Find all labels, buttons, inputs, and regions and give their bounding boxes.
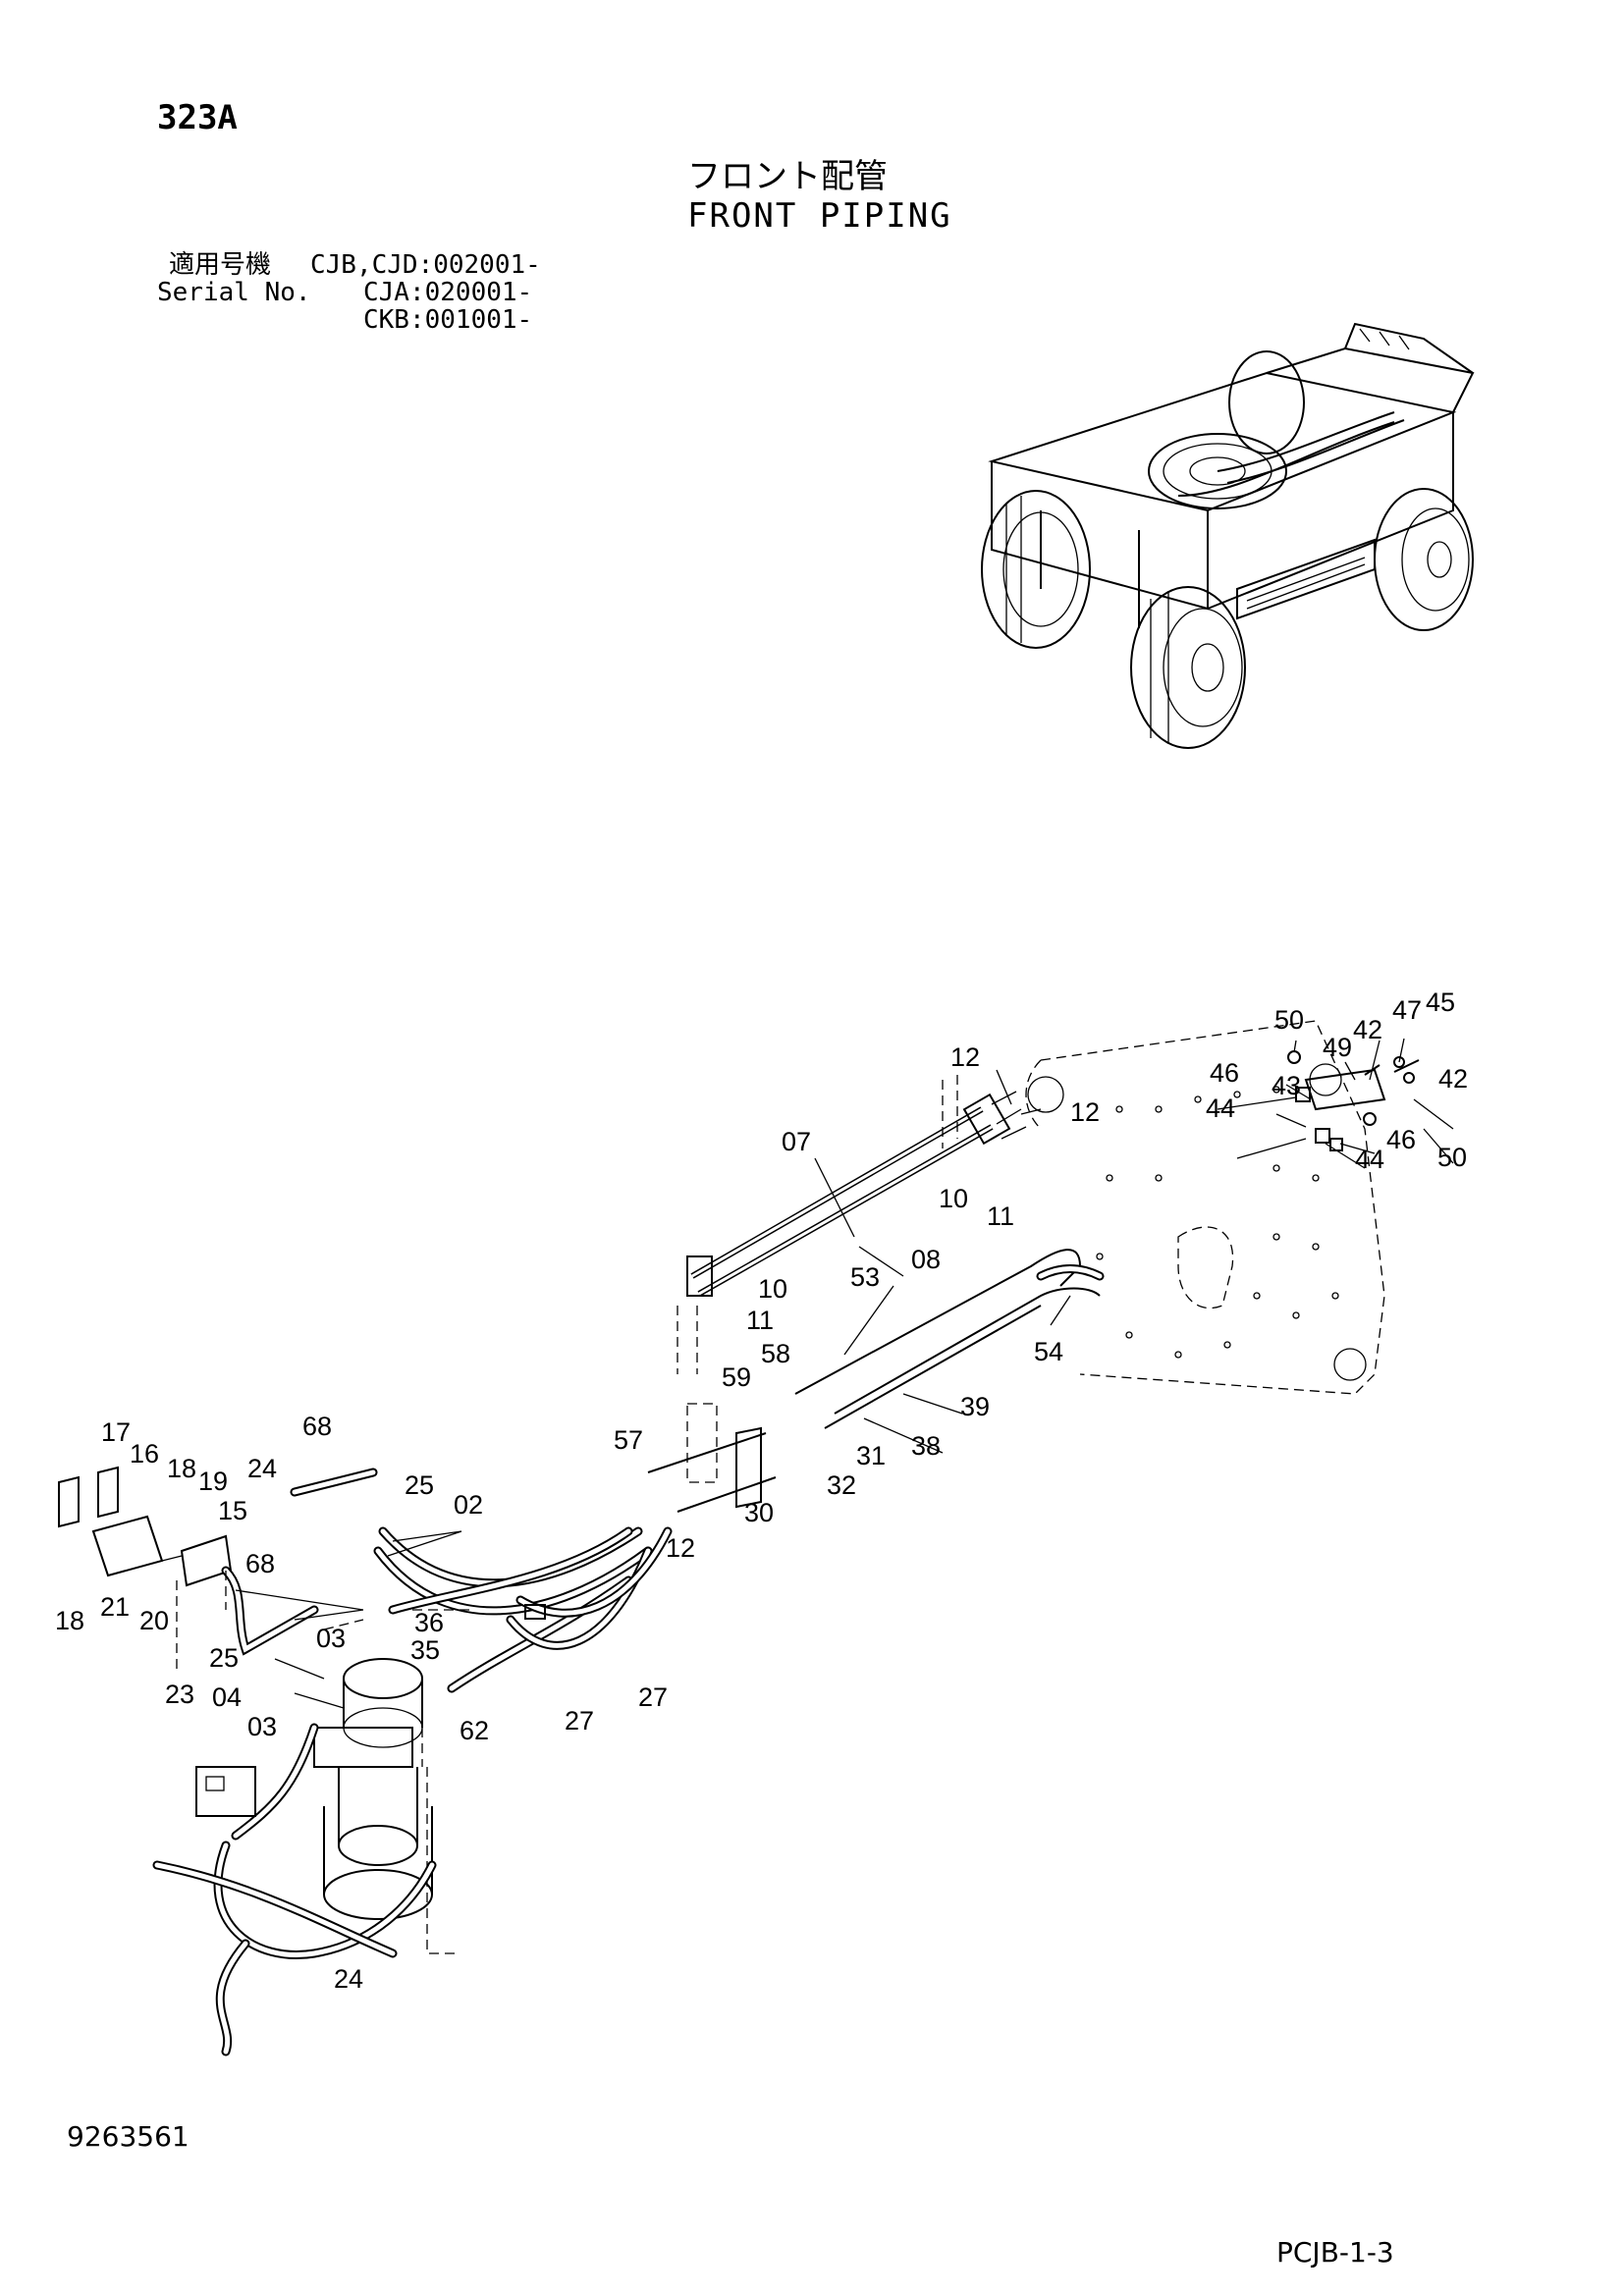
callout-18: 18 <box>55 1606 84 1635</box>
callout-12: 12 <box>666 1533 695 1563</box>
callout-23: 23 <box>165 1680 194 1709</box>
callout-27: 27 <box>565 1706 594 1735</box>
callout-38: 38 <box>911 1431 941 1461</box>
callout-25: 25 <box>405 1470 434 1500</box>
callout-04: 04 <box>212 1682 242 1712</box>
callout-08: 08 <box>911 1245 941 1274</box>
callout-30: 30 <box>744 1498 774 1527</box>
callout-24: 24 <box>334 1964 363 1994</box>
callout-25: 25 <box>209 1643 239 1673</box>
callout-68: 68 <box>302 1412 332 1441</box>
callout-44: 44 <box>1355 1145 1384 1174</box>
callout-39: 39 <box>960 1392 990 1421</box>
callout-03: 03 <box>247 1712 277 1741</box>
callout-50: 50 <box>1437 1143 1467 1172</box>
callout-07: 07 <box>782 1127 811 1156</box>
sheet-code: PCJB-1-3 <box>1276 2236 1394 2269</box>
callout-46: 46 <box>1386 1125 1416 1154</box>
callout-11: 11 <box>746 1306 774 1335</box>
callout-46: 46 <box>1210 1058 1239 1088</box>
callout-47: 47 <box>1392 995 1422 1025</box>
callout-02: 02 <box>454 1490 483 1520</box>
callout-24: 24 <box>247 1454 277 1483</box>
machine-overview-illustration <box>981 322 1475 749</box>
serial-range-3: CKB:001001- <box>363 305 533 335</box>
callout-49: 49 <box>1323 1033 1352 1062</box>
callout-42: 42 <box>1438 1064 1468 1094</box>
title-japanese: フロント配管 <box>687 157 888 196</box>
callout-15: 15 <box>218 1496 247 1525</box>
callout-03: 03 <box>316 1624 346 1653</box>
document-number: 9263561 <box>67 2120 189 2153</box>
callout-43: 43 <box>1272 1071 1301 1100</box>
serial-label-english: Serial No. <box>157 278 311 307</box>
callout-32: 32 <box>827 1470 856 1500</box>
serial-label-japanese: 適用号機 <box>169 250 272 280</box>
callout-12: 12 <box>1070 1097 1100 1127</box>
callout-53: 53 <box>850 1262 880 1292</box>
callout-10: 10 <box>939 1184 968 1213</box>
callout-leaders <box>235 1038 1454 1621</box>
callout-54: 54 <box>1034 1337 1063 1366</box>
callout-10: 10 <box>758 1274 787 1304</box>
callout-44: 44 <box>1206 1094 1235 1123</box>
callout-19: 19 <box>198 1467 228 1496</box>
callout-62: 62 <box>460 1716 489 1745</box>
callout-36: 36 <box>414 1608 444 1637</box>
callout-11: 11 <box>987 1201 1014 1231</box>
callout-18: 18 <box>167 1454 196 1483</box>
callout-42: 42 <box>1353 1015 1382 1044</box>
callout-20: 20 <box>139 1606 169 1635</box>
callout-21: 21 <box>100 1592 130 1622</box>
callout-35: 35 <box>410 1635 440 1665</box>
callout-68: 68 <box>245 1549 275 1578</box>
callout-45: 45 <box>1426 988 1455 1017</box>
title-english: FRONT PIPING <box>687 196 952 236</box>
callout-58: 58 <box>761 1339 790 1368</box>
serial-range-1: CJB,CJD:002001- <box>310 250 541 280</box>
callout-50: 50 <box>1274 1005 1304 1035</box>
callout-27: 27 <box>638 1682 668 1712</box>
callout-57: 57 <box>614 1425 643 1455</box>
callout-17: 17 <box>101 1417 131 1447</box>
front-piping-exploded-view <box>58 1020 1420 2056</box>
callout-59: 59 <box>722 1362 751 1392</box>
serial-range-2: CJA:020001- <box>363 278 533 307</box>
page-code: 323A <box>157 98 238 137</box>
callout-16: 16 <box>130 1439 159 1468</box>
callout-31: 31 <box>856 1441 886 1470</box>
callout-12: 12 <box>950 1042 980 1072</box>
callout-labels: 50 47 45 42 49 42 46 43 44 46 44 50 12 1… <box>55 988 1468 1994</box>
